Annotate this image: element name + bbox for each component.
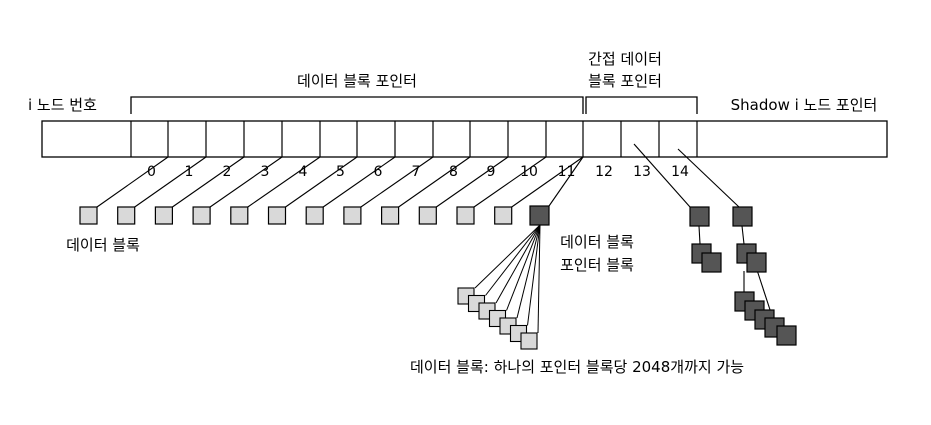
direct-data-block-0 [79, 206, 98, 225]
slot-number-12: 12 [595, 164, 613, 180]
indirect-pointers-label-line2: 블록 포인터 [588, 72, 662, 90]
direct-data-block-3 [192, 206, 211, 225]
slot-number-10: 10 [520, 164, 538, 180]
slot-connector-14 [677, 148, 740, 208]
indirect-data-blocks [457, 287, 538, 350]
slot-connector-6 [322, 156, 396, 208]
slot-connector-5 [285, 156, 358, 208]
slot-number-13: 13 [633, 164, 651, 180]
indirect-pointers-label-line1: 간접 데이터 [588, 50, 662, 68]
slot-number-2: 2 [223, 164, 232, 180]
slot-dividers [130, 121, 698, 157]
slot-number-0: 0 [147, 164, 156, 180]
slot-connector-10 [473, 156, 547, 208]
pointer-fan-line-3 [506, 224, 541, 311]
pointer-block-label-line2: 포인터 블록 [560, 256, 634, 274]
direct-data-block-2 [154, 206, 173, 225]
pointer-fan-line-5 [527, 224, 541, 326]
direct-data-block-8 [381, 206, 400, 225]
slot-number-3: 3 [261, 164, 270, 180]
data-block-pointers-label: 데이터 블록 포인터 [297, 72, 417, 90]
direct-data-block-6 [305, 206, 324, 225]
pointer-fan-line-1 [485, 224, 541, 296]
slot-connector-0 [96, 156, 169, 208]
pointer-block [529, 205, 550, 226]
slot-connector-9 [435, 156, 509, 208]
direct-data-block-1 [117, 206, 136, 225]
pointer-fan-line-2 [495, 224, 541, 304]
slot-connector-2 [172, 156, 245, 208]
double-indirect-block-0 [689, 206, 710, 227]
direct-data-block-9 [418, 206, 437, 225]
pointer-fan-line-6 [537, 224, 541, 334]
slot-number-11: 11 [558, 164, 576, 180]
inode-number-label: i 노드 번호 [28, 96, 97, 114]
slot-connector-12 [548, 156, 584, 207]
direct-data-block-7 [343, 206, 362, 225]
triple-indirect-block-7 [776, 325, 797, 346]
slot-number-6: 6 [374, 164, 383, 180]
direct-data-block-11 [494, 206, 513, 225]
inode-bar [41, 120, 888, 158]
data-blocks-label: 데이터 블록 [66, 236, 140, 254]
direct-data-block-10 [456, 206, 475, 225]
triple-indirect-block-2 [746, 252, 767, 273]
pointer-block-label-line1: 데이터 블록 [560, 233, 634, 251]
slot-connector-3 [209, 156, 283, 208]
slot-connector-4 [247, 156, 321, 208]
double-indirect-link-0 [698, 225, 701, 245]
direct-data-blocks [79, 206, 513, 225]
slot-number-14: 14 [671, 164, 689, 180]
slot-number-8: 8 [449, 164, 458, 180]
triple-indirect-block-0 [732, 206, 753, 227]
slot-connector-11 [511, 156, 584, 208]
slot-connectors [96, 143, 740, 208]
triple-indirect-chain [732, 206, 797, 346]
indirect-pointers-bracket [585, 96, 698, 114]
indirect-data-block-6 [520, 332, 538, 350]
direct-pointers-bracket [130, 96, 584, 114]
double-indirect-chain [689, 206, 722, 273]
direct-data-block-5 [267, 206, 287, 225]
slot-number-4: 4 [299, 164, 308, 180]
pointer-fan-line-0 [474, 224, 541, 289]
slot-number-1: 1 [185, 164, 194, 180]
slot-number-5: 5 [336, 164, 345, 180]
pointer-fan-lines [474, 224, 541, 334]
shadow-inode-pointer-label: Shadow i 노드 포인터 [731, 96, 878, 114]
slot-connector-8 [398, 156, 471, 208]
slot-connector-13 [633, 143, 691, 208]
double-indirect-block-2 [701, 252, 722, 273]
pointer-fan-line-4 [516, 224, 541, 319]
slot-number-7: 7 [412, 164, 421, 180]
slot-connector-7 [360, 156, 434, 208]
triple-indirect-link-0 [741, 225, 745, 245]
direct-data-block-4 [230, 206, 249, 225]
footnote: 데이터 블록: 하나의 포인터 블록당 2048개까지 가능 [410, 358, 744, 376]
slot-connector-1 [134, 156, 207, 208]
slot-number-9: 9 [487, 164, 496, 180]
